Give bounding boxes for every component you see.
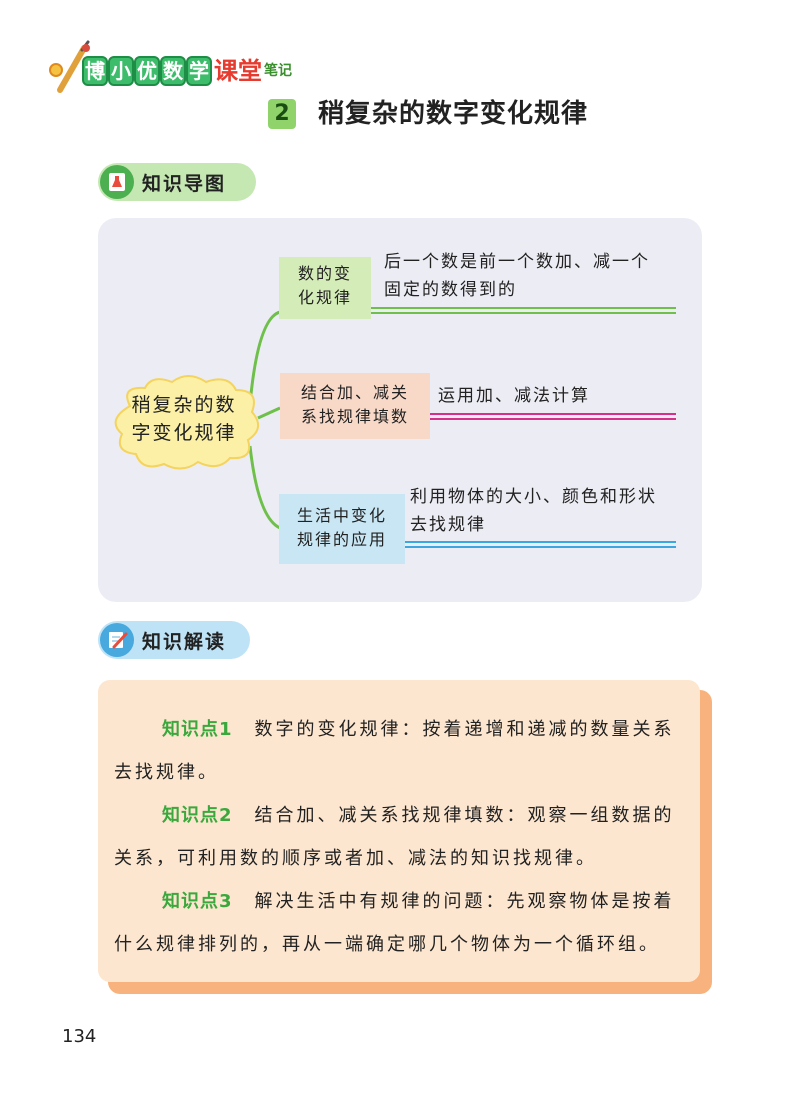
desc-line: 运用加、减法计算 (438, 386, 590, 406)
knowledge-point-line: 关系，可利用数的顺序或者加、减法的知识找规律。 (114, 848, 597, 869)
knowledge-point-line: 去找规律。 (114, 762, 219, 783)
knowledge-point-text: 解决生活中有规律的问题：先观察物体是按着 (254, 891, 675, 912)
logo-small-text: 笔记 (264, 63, 292, 79)
knowledge-reading-heading: 知识解读 (98, 621, 250, 659)
section-number: 2 (268, 99, 296, 129)
branch-node: 结合加、减关 系找规律填数 (280, 373, 430, 439)
central-line: 字变化规律 (131, 422, 237, 444)
branch-node: 数的变 化规律 (279, 257, 371, 319)
node-line: 规律的应用 (296, 530, 387, 549)
desc-line: 固定的数得到的 (384, 280, 517, 300)
branch-description: 运用加、减法计算 (438, 382, 668, 410)
branch-description: 利用物体的大小、颜色和形状 去找规律 (410, 483, 690, 539)
section-title: 稍复杂的数字变化规律 (318, 99, 589, 129)
logo-char: 优 (134, 56, 160, 86)
heading-text: 知识解读 (142, 630, 227, 653)
node-line: 数的变 (297, 264, 352, 283)
knowledge-points-panel (98, 680, 700, 982)
desc-line: 利用物体的大小、颜色和形状 (410, 487, 657, 507)
branch-curve-top (248, 310, 281, 405)
branch-description: 后一个数是前一个数加、减一个 固定的数得到的 (384, 248, 684, 304)
mind-map-connectors (114, 307, 676, 548)
knowledge-point-label: 知识点3 (162, 891, 233, 912)
page-number: 134 (62, 1026, 97, 1047)
logo-char: 小 (108, 56, 134, 86)
node-line: 系找规律填数 (300, 407, 409, 426)
central-topic: 稍复杂的数 字变化规律 (110, 377, 258, 463)
node-line: 生活中变化 (296, 506, 387, 525)
logo-char: 学 (186, 56, 212, 86)
flask-icon (100, 165, 134, 199)
branch-curve-mid (257, 406, 281, 420)
logo-char: 数 (160, 56, 186, 86)
logo-big-text: 课堂 (214, 57, 262, 85)
node-line: 结合加、减关 (300, 383, 409, 402)
knowledge-point-label: 知识点1 (162, 719, 233, 740)
knowledge-point-line: 知识点1 数字的变化规律：按着递增和递减的数量关系 (162, 716, 675, 744)
knowledge-point-label: 知识点2 (162, 805, 233, 826)
heading-text: 知识导图 (142, 172, 227, 195)
knowledge-point-line: 知识点2 结合加、减关系找规律填数：观察一组数据的 (162, 802, 675, 830)
pencil-mascot-icon (49, 40, 90, 93)
knowledge-point-text: 数字的变化规律：按着递增和递减的数量关系 (254, 719, 675, 740)
branch-curve-bottom (248, 445, 281, 530)
central-cloud (114, 375, 259, 470)
notebook-pencil-icon (100, 623, 134, 657)
node-line: 化规律 (297, 288, 352, 307)
branch-node: 生活中变化 规律的应用 (279, 494, 405, 564)
central-line: 稍复杂的数 (131, 394, 237, 416)
knowledge-point-line: 什么规律排列的，再从一端确定哪几个物体为一个循环组。 (114, 934, 660, 955)
knowledge-point-text: 结合加、减关系找规律填数：观察一组数据的 (254, 805, 675, 826)
series-logo: 博 小 优 数 学 课堂 笔记 (42, 40, 302, 96)
knowledge-point-line: 知识点3 解决生活中有规律的问题：先观察物体是按着 (162, 888, 675, 916)
knowledge-map-heading: 知识导图 (98, 163, 256, 201)
desc-line: 去找规律 (410, 515, 486, 535)
desc-line: 后一个数是前一个数加、减一个 (384, 252, 650, 272)
logo-char: 博 (82, 56, 108, 86)
